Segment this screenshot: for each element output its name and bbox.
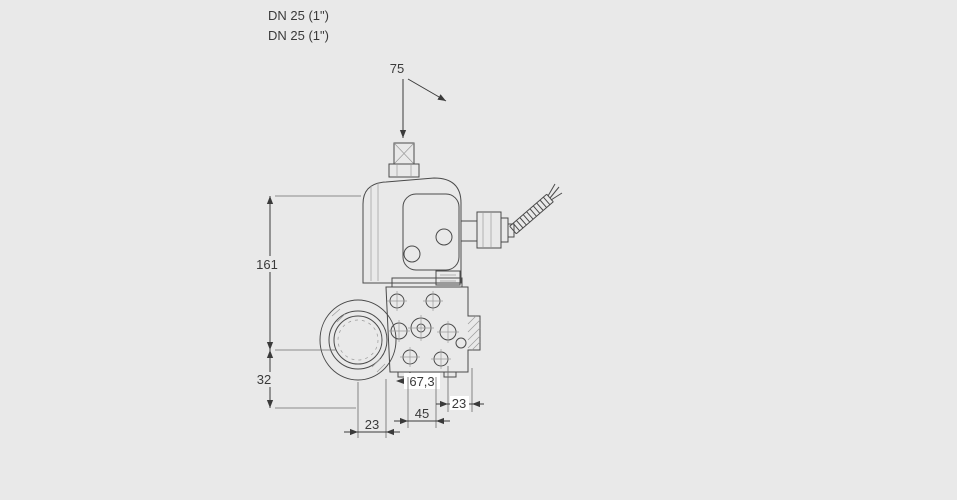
body-foot-right xyxy=(443,371,457,378)
dimension-75: 75 xyxy=(390,61,447,138)
dimension-161: 161 xyxy=(250,195,361,351)
dimension-67-3: 67,3 xyxy=(396,373,440,389)
housing-port-mark xyxy=(403,245,421,263)
valve-body xyxy=(319,277,481,381)
dimension-75-value: 75 xyxy=(390,61,404,76)
dimension-32-value: 32 xyxy=(257,372,271,387)
dimension-45-label-bg xyxy=(412,407,432,420)
dimension-45: 45 xyxy=(394,377,450,428)
port-size-label-bottom: DN 25 (1") xyxy=(268,28,329,43)
coil-mark xyxy=(435,228,453,246)
dimension-161-label-bg xyxy=(250,256,283,272)
bolt-circles xyxy=(387,291,467,369)
port-size-label-top: DN 25 (1") xyxy=(268,8,329,23)
dimension-23l-value: 23 xyxy=(365,417,379,432)
dimension-67-3-value: 67,3 xyxy=(409,374,434,389)
valve-drawing xyxy=(319,142,563,381)
cable-hatching xyxy=(509,193,554,235)
body-side-hatching xyxy=(467,315,481,351)
inlet-flange xyxy=(319,299,397,381)
dimension-75-arrow-right xyxy=(407,78,447,102)
dimension-32: 32 xyxy=(251,350,356,409)
actuator-housing xyxy=(362,177,462,286)
dimension-32-label-bg xyxy=(251,372,278,387)
dimension-161-value: 161 xyxy=(256,257,278,272)
cable xyxy=(509,183,563,235)
dimension-23r-value: 23 xyxy=(452,396,466,411)
dimension-23r-label-bg xyxy=(450,396,469,410)
hex-nut xyxy=(388,142,420,178)
dimension-67-3-label-bg xyxy=(404,373,440,389)
dimension-67-3-leader-arrow xyxy=(396,378,404,384)
wire-ends xyxy=(547,183,563,201)
dimension-23l-label-bg xyxy=(363,418,382,431)
electrical-connector xyxy=(460,211,515,249)
dimension-23-right: 23 xyxy=(436,366,484,412)
dimension-23-left: 23 xyxy=(344,379,400,438)
dimension-45-value: 45 xyxy=(415,406,429,421)
